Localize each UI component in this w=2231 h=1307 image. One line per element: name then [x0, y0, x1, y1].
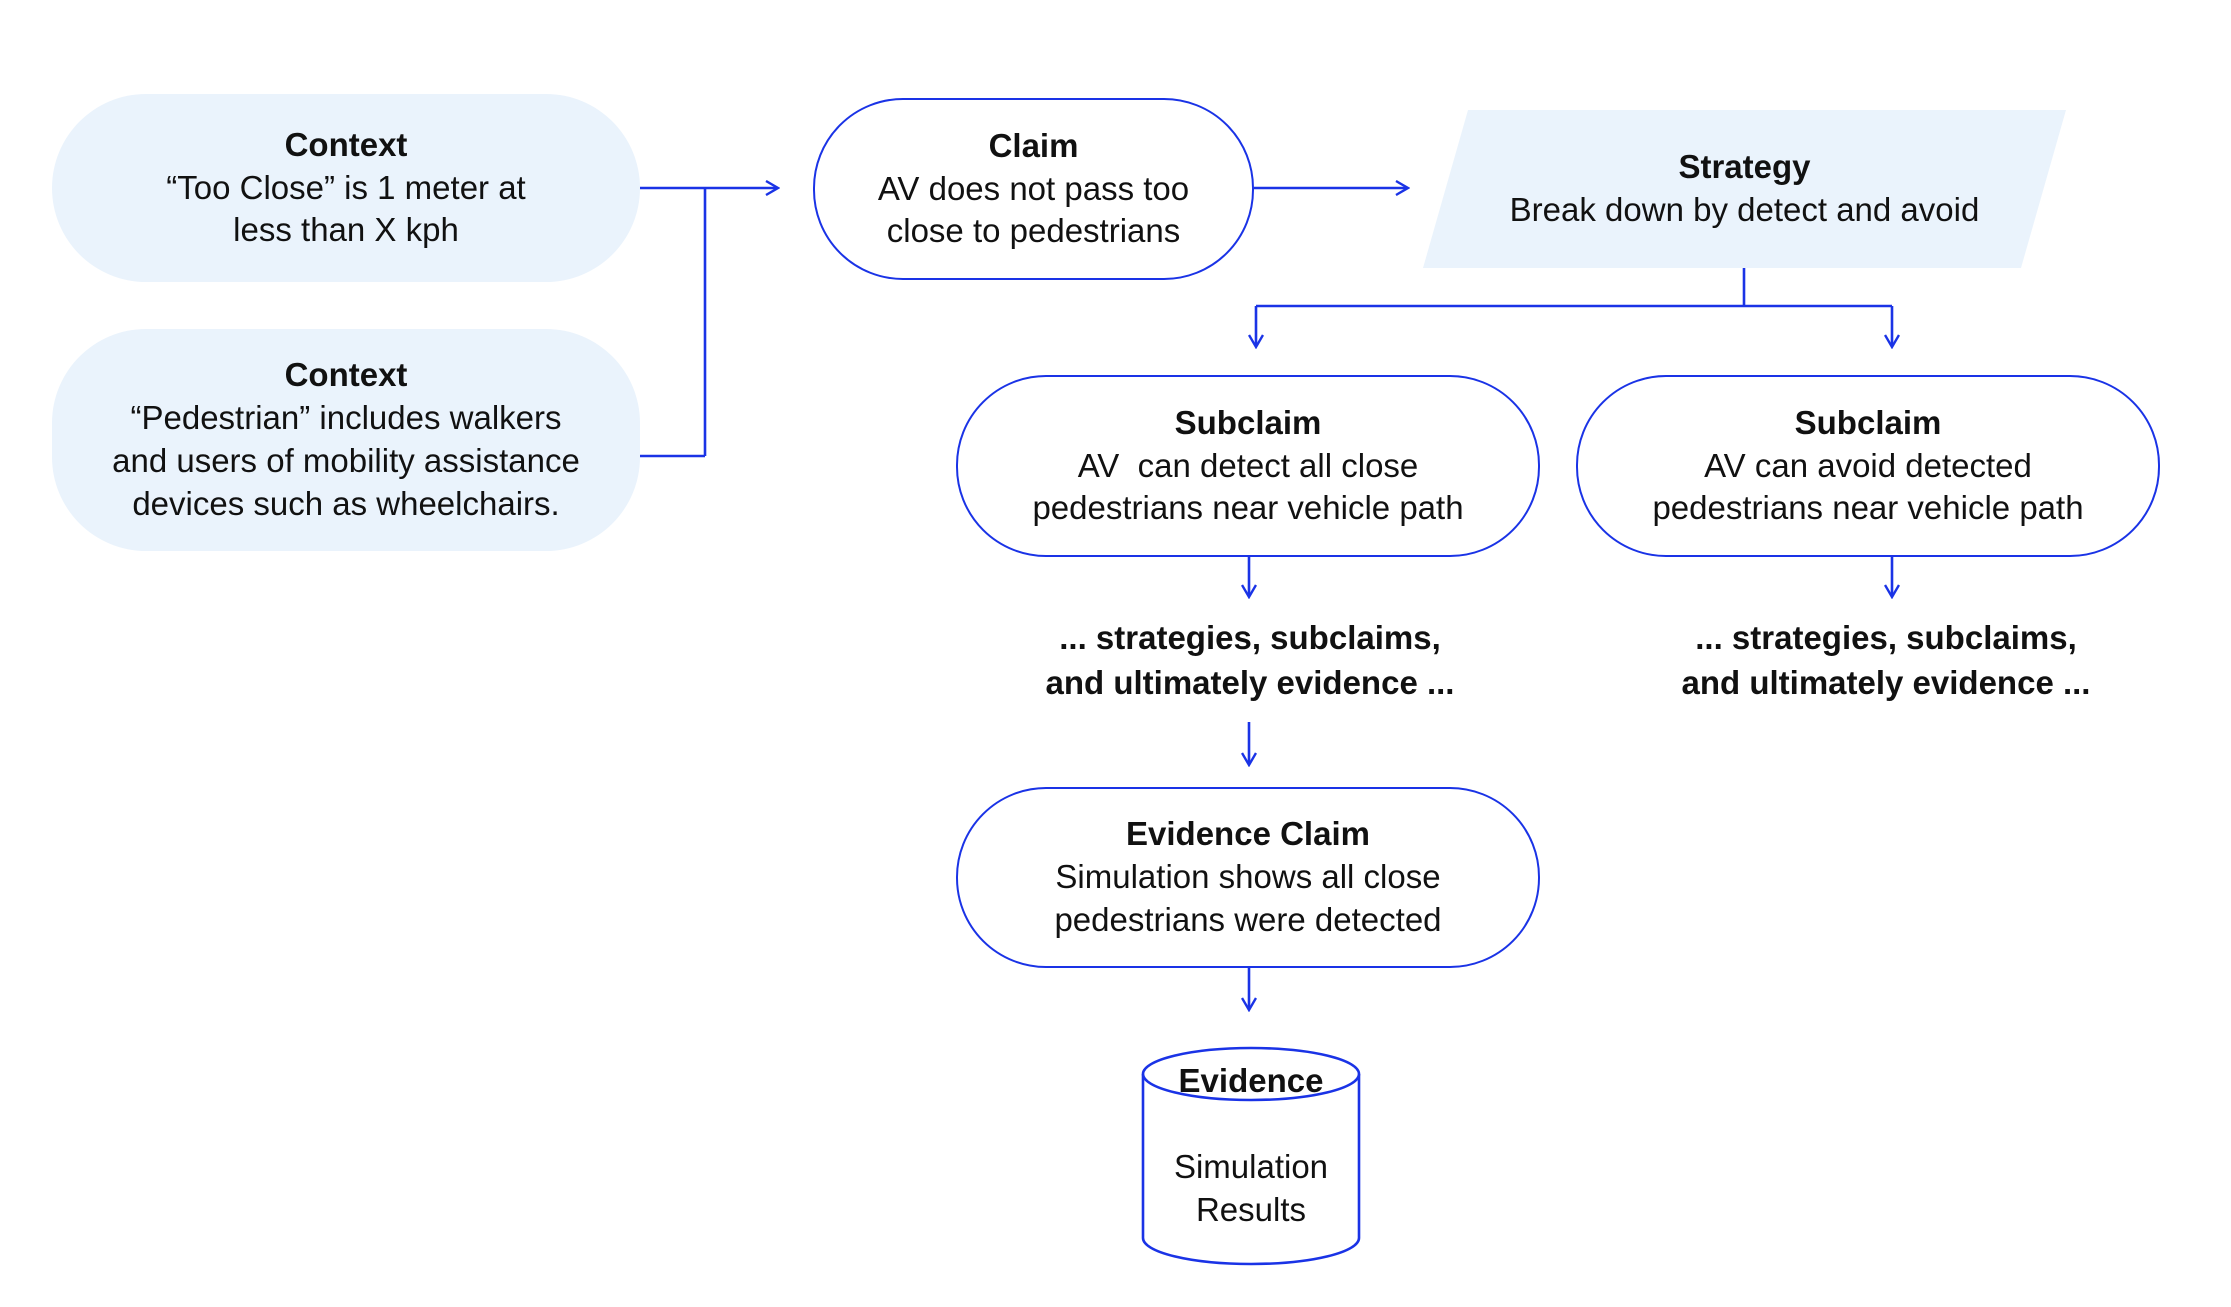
claim-text-line: close to pedestrians [886, 212, 1181, 250]
context-text-line: less than X kph [233, 211, 459, 249]
context-text-line: “Pedestrian” includes walkers [130, 399, 562, 437]
context-text-line: and users of mobility assistance [112, 442, 580, 479]
evidence-text-line: Simulation [1173, 1148, 1329, 1185]
continuation-text-left: ... strategies, subclaims, and ultimatel… [1000, 616, 1500, 705]
evidence-body: Simulation Results [1143, 1146, 1359, 1232]
continuation-text-right: ... strategies, subclaims, and ultimatel… [1636, 616, 2136, 705]
evidence-node: Evidence Simulation Results [1143, 1036, 1359, 1276]
strategy-text-line: Break down by detect and avoid [1509, 191, 1980, 228]
claim-text-line: AV does not pass too [877, 169, 1190, 207]
context-node-too-close: Context “Too Close” is 1 meter at less t… [52, 94, 640, 282]
claim-title: Claim [988, 126, 1079, 164]
evidence-claim-text-line: Simulation shows all close [1055, 858, 1441, 896]
subclaim-title: Subclaim [1794, 403, 1942, 441]
context-text-line: devices such as wheelchairs. [132, 484, 560, 522]
evidence-claim-node: Evidence Claim Simulation shows all clos… [956, 787, 1540, 968]
continuation-line: ... strategies, subclaims, [1695, 619, 2077, 656]
subclaim-title: Subclaim [1174, 403, 1322, 441]
context-text-line: “Too Close” is 1 meter at [166, 168, 526, 206]
context-title: Context [284, 356, 408, 394]
evidence-cylinder [1141, 1046, 1361, 1266]
evidence-title: Evidence [1178, 1062, 1324, 1099]
subclaim-text-line: pedestrians near vehicle path [1652, 489, 2084, 527]
evidence-claim-title: Evidence Claim [1126, 815, 1370, 853]
subclaim-text-line: AV can detect all close [1077, 446, 1419, 484]
continuation-line: and ultimately evidence ... [1681, 663, 2091, 701]
strategy-title: Strategy [1678, 148, 1811, 186]
strategy-node: Strategy Break down by detect and avoid [1423, 110, 2066, 268]
subclaim-node-detect: Subclaim AV can detect all close pedestr… [956, 375, 1540, 557]
strategy-parallelogram [1423, 110, 2066, 268]
claim-node: Claim AV does not pass too close to pede… [813, 98, 1254, 280]
continuation-line: ... strategies, subclaims, [1059, 619, 1441, 656]
continuation-line: and ultimately evidence ... [1045, 663, 1455, 701]
subclaim-text-line: AV can avoid detected [1704, 446, 2032, 484]
context-title: Context [284, 125, 408, 163]
subclaim-node-avoid: Subclaim AV can avoid detected pedestria… [1576, 375, 2160, 557]
context-node-pedestrian: Context “Pedestrian” includes walkers an… [52, 329, 640, 551]
subclaim-text-line: pedestrians near vehicle path [1032, 489, 1464, 527]
evidence-claim-text-line: pedestrians were detected [1054, 900, 1442, 938]
evidence-text-line: Results [1195, 1190, 1307, 1228]
